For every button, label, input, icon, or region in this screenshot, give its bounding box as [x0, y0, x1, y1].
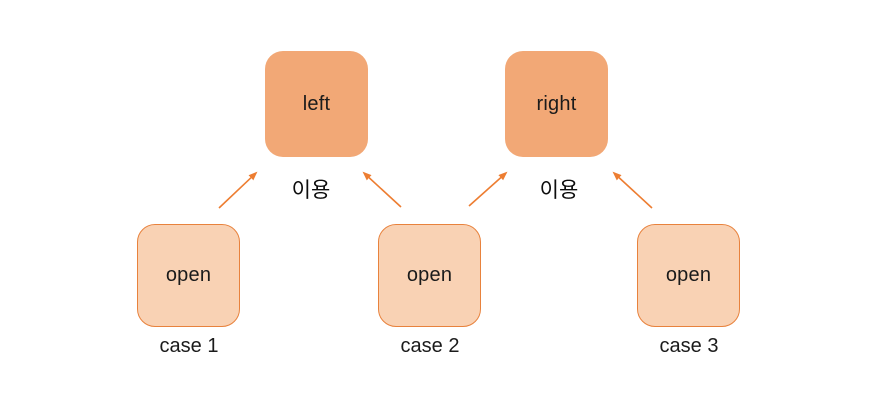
edge-label-use-left: 이용	[291, 179, 331, 202]
node-right: right	[505, 51, 608, 157]
edge-label-use-right: 이용	[539, 179, 579, 202]
arrow-open2-to-right	[468, 171, 508, 207]
caption-case-2: case 2	[400, 335, 460, 357]
caption-case-1: case 1	[159, 335, 219, 357]
node-open-case2-label: open	[406, 264, 453, 286]
node-open-case2: open	[378, 224, 481, 327]
arrow-open3-to-right	[612, 171, 653, 209]
node-right-label: right	[536, 92, 577, 115]
node-open-case3-label: open	[665, 264, 712, 286]
arrow-open2-to-left	[362, 171, 402, 208]
arrow-open1-to-left	[218, 171, 258, 209]
node-open-case1: open	[137, 224, 240, 327]
node-left-label: left	[302, 92, 331, 115]
node-left: left	[265, 51, 368, 157]
node-open-case3: open	[637, 224, 740, 327]
caption-case-3: case 3	[659, 335, 719, 357]
node-open-case1-label: open	[165, 264, 212, 286]
